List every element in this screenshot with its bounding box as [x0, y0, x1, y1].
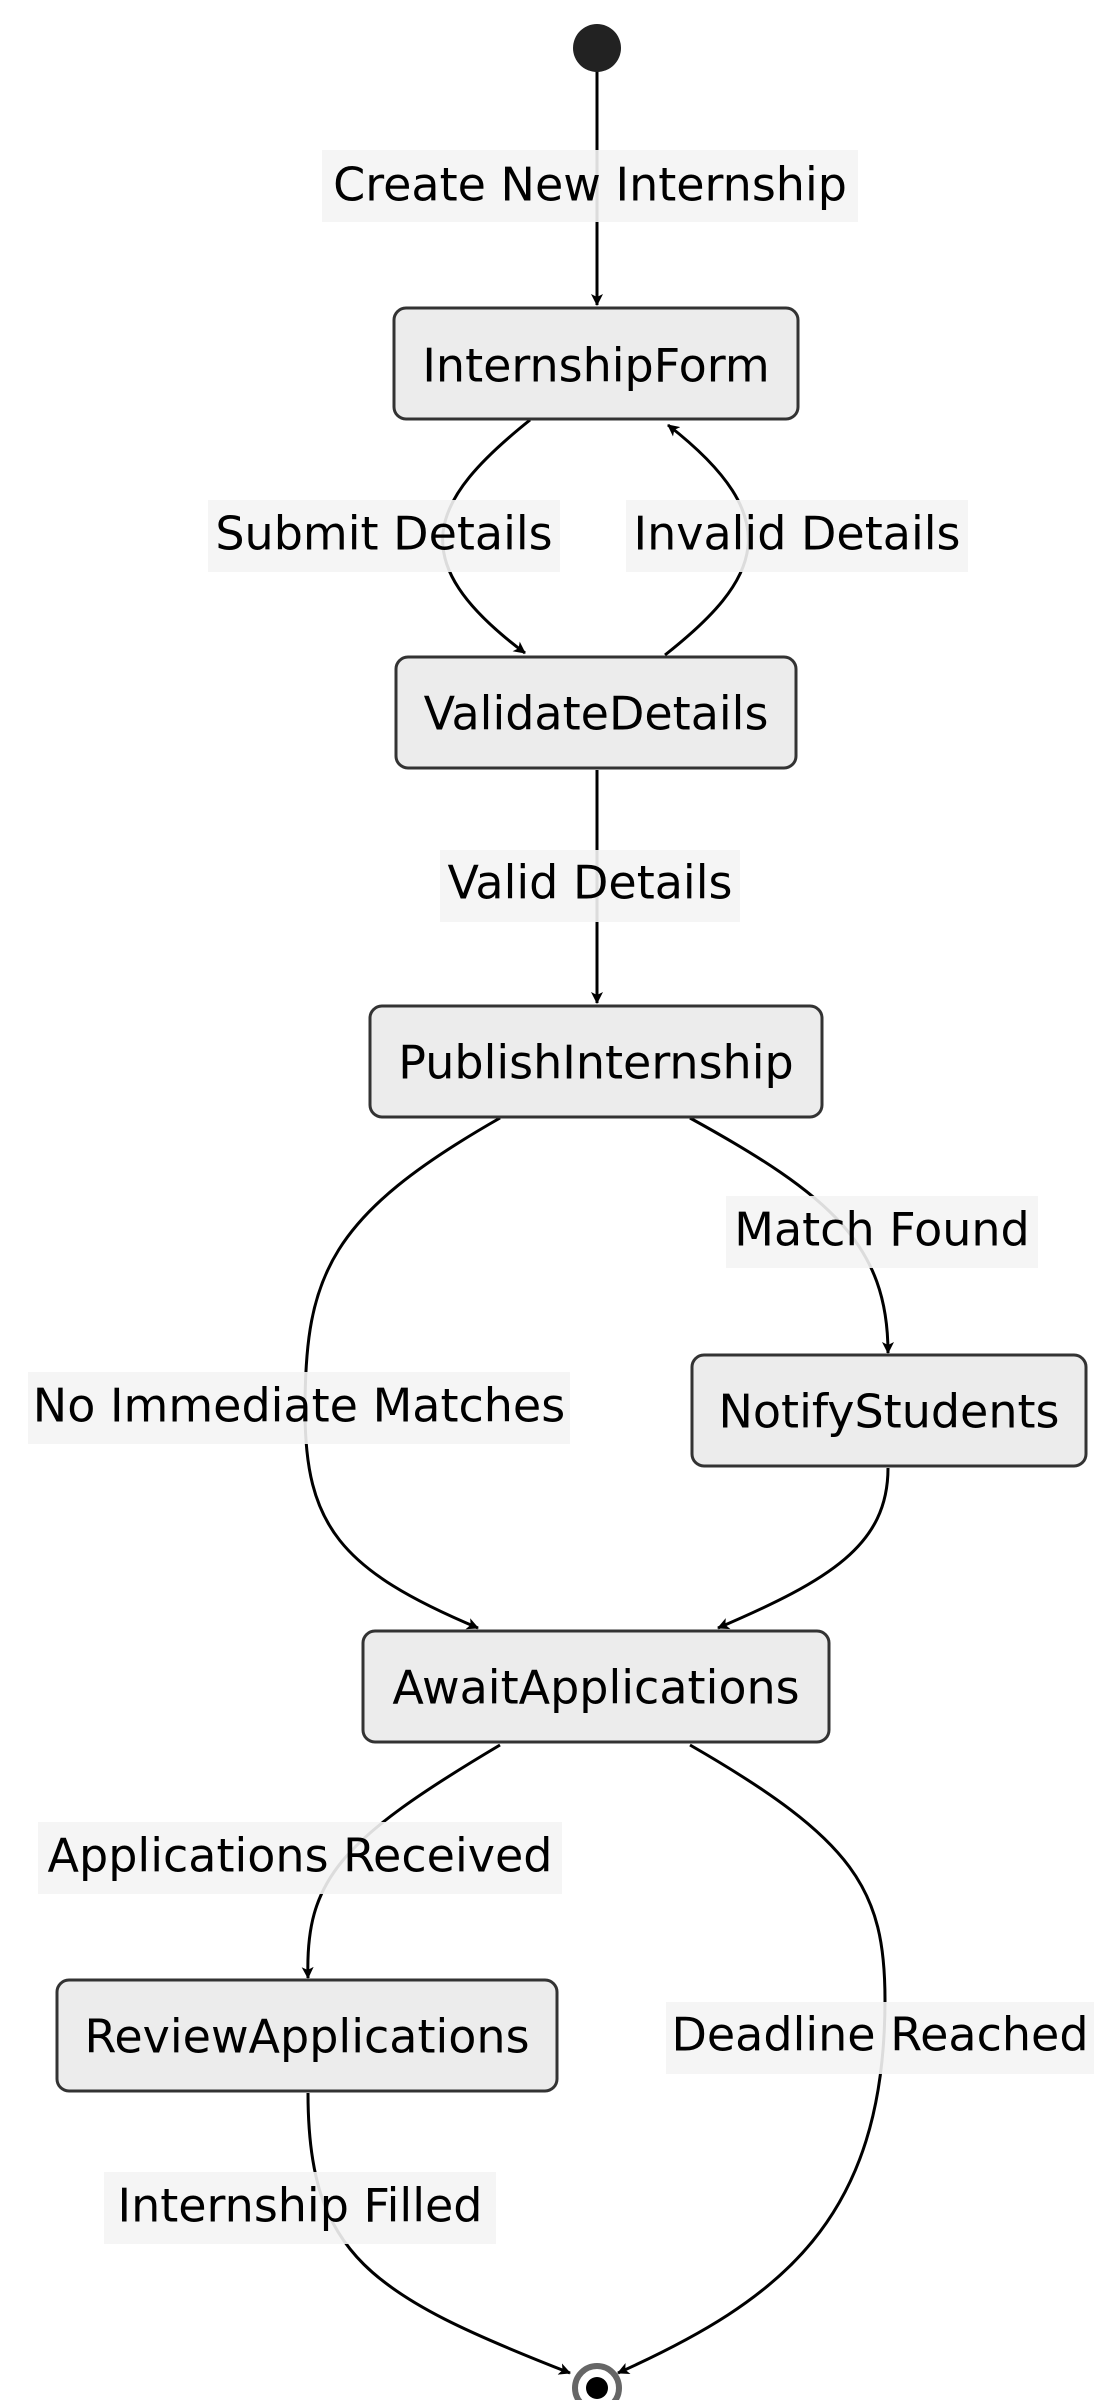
edge-label-invalid-details: Invalid Details	[626, 500, 968, 572]
edge-label-text: Internship Filled	[118, 2179, 483, 2233]
edge-label-text: Submit Details	[215, 507, 552, 561]
edge-notifystudents-to-awaitapplications	[717, 1467, 890, 1630]
state-label-publishinternship: PublishInternship	[398, 1036, 793, 1090]
edge-label-text: Invalid Details	[634, 507, 961, 561]
state-reviewapplications: ReviewApplications	[55, 1978, 559, 2093]
edge-label-submit-details: Submit Details	[208, 500, 560, 572]
edge-label-valid-details: Valid Details	[440, 850, 740, 922]
state-awaitapplications: AwaitApplications	[361, 1629, 831, 1744]
state-label-awaitapplications: AwaitApplications	[392, 1661, 799, 1715]
state-validatedetails: ValidateDetails	[394, 655, 798, 770]
edge-reviewapplications-to-end	[306, 2092, 571, 2375]
edge-label-text: Valid Details	[448, 856, 733, 910]
state-label-validatedetails: ValidateDetails	[424, 687, 769, 741]
edge-label-internship-filled: Internship Filled	[104, 2172, 496, 2244]
edge-label-no-immediate-matches: No Immediate Matches	[28, 1372, 570, 1444]
edge-label-text: Applications Received	[48, 1829, 553, 1883]
state-label-notifystudents: NotifyStudents	[718, 1385, 1059, 1439]
edge-label-text: No Immediate Matches	[33, 1379, 565, 1433]
edge-label-applications-received: Applications Received	[38, 1822, 562, 1894]
edge-label-text: Deadline Reached	[671, 2008, 1088, 2062]
state-publishinternship: PublishInternship	[368, 1004, 824, 1119]
edge-label-create-new-internship: Create New Internship	[322, 150, 858, 222]
edge-label-text: Create New Internship	[333, 158, 847, 212]
start-state-icon	[573, 24, 621, 72]
edge-label-match-found: Match Found	[726, 1196, 1038, 1268]
edge-label-text: Match Found	[734, 1203, 1029, 1257]
state-label-internshipform: InternshipForm	[422, 339, 769, 393]
end-state-icon	[572, 2363, 622, 2400]
edge-label-deadline-reached: Deadline Reached	[666, 2002, 1094, 2074]
state-label-reviewapplications: ReviewApplications	[84, 2010, 529, 2064]
state-notifystudents: NotifyStudents	[690, 1353, 1088, 1468]
state-internshipform: InternshipForm	[392, 306, 800, 421]
